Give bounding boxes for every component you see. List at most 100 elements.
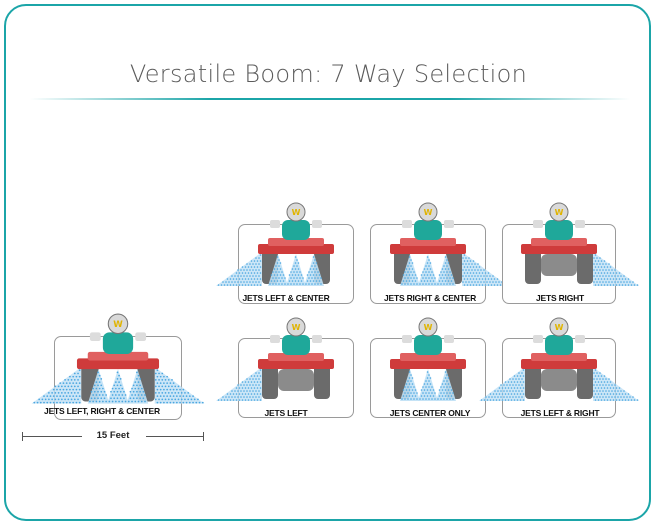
sprayer-group: W [31,313,205,404]
tile-caption: JETS CENTER ONLY [389,408,471,418]
left-spray-fan [31,366,82,404]
left-mirror [270,220,280,228]
sprayer-group: W [216,202,334,286]
sprayer-illustration: W [390,202,508,286]
boom-width-dimension: 15 Feet [22,430,204,444]
left-wheel [262,365,278,399]
right-mirror [135,332,147,342]
sprayer-group: W [479,317,639,401]
sprayer-illustration: W [31,313,205,404]
right-wheel [577,250,593,284]
sprayer-group: W [390,202,508,286]
operator-head [418,317,438,337]
operator-body [102,332,134,354]
sprayer-illustration: W [479,317,639,401]
chassis-underside [541,254,577,276]
right-mirror [444,220,454,228]
helmet-logo-icon: W [424,208,433,217]
operator-body [282,220,310,240]
operator-head [549,202,569,222]
tile-caption: JETS RIGHT [535,293,585,303]
chassis-underside [541,369,577,391]
operator-head [549,317,569,337]
operator-head [286,317,306,337]
title-underline [30,98,630,100]
spray-tile-right: W JETS RIGHT [480,190,640,304]
vehicle-body [268,238,324,246]
right-spray-fan [593,252,639,286]
right-wheel [314,365,330,399]
operator-head [418,202,438,222]
right-mirror [312,220,322,228]
boom-bar [76,358,160,370]
dimension-label: 15 Feet [96,430,130,441]
left-mirror [89,332,101,342]
right-spray-fan [154,366,205,404]
vehicle-body [400,353,456,361]
sprayer-group: W [390,317,466,401]
vehicle-body [268,353,324,361]
vehicle-body [531,353,587,361]
vehicle-body [400,238,456,246]
left-wheel [525,250,541,284]
spray-tile-right-center: W JETS RIGHT & CENTER [350,190,510,304]
left-wheel [525,365,541,399]
tile-caption: JETS LEFT [264,408,308,418]
left-mirror [402,335,412,343]
sprayer-illustration: W [216,202,334,286]
boom-bar [521,359,597,369]
boom-bar [258,359,334,369]
spray-tile-left: W JETS LEFT [206,305,366,418]
right-mirror [575,220,585,228]
sprayer-illustration: W [390,317,466,401]
right-mirror [444,335,454,343]
left-mirror [533,220,543,228]
right-mirror [575,335,585,343]
spray-tile-left-right: W JETS LEFT & RIGHT [479,305,640,418]
boom-bar [390,244,466,254]
dimension-line-left [22,436,82,437]
left-mirror [533,335,543,343]
helmet-logo-icon: W [555,208,564,217]
left-spray-fan [479,367,525,401]
right-mirror [312,335,322,343]
boom-bar [258,244,334,254]
helmet-logo-icon: W [555,323,564,332]
operator-body [545,335,573,355]
vehicle-body [531,238,587,246]
right-wheel [577,365,593,399]
operator-body [414,220,442,240]
tile-caption: JETS LEFT, RIGHT & CENTER [44,406,160,416]
tile-caption: JETS LEFT & RIGHT [520,408,600,418]
vehicle-body [87,351,149,361]
left-mirror [402,220,412,228]
operator-head [286,202,306,222]
sprayer-group: W [216,317,334,401]
left-spray-fan [216,367,262,401]
helmet-logo-icon: W [113,320,123,330]
helmet-logo-icon: W [292,208,301,217]
helmet-logo-icon: W [424,323,433,332]
spray-tile-left-center: W JETS LEFT & CENTER [206,190,366,304]
chassis-underside [278,369,314,391]
dimension-line-right [146,436,204,437]
left-spray-fan [216,252,262,286]
left-mirror [270,335,280,343]
tile-caption: JETS LEFT & CENTER [242,293,330,303]
operator-body [545,220,573,240]
spray-tile-center-only: W JETS CENTER ONLY [350,305,510,418]
spray-tile-left-right-center: W JETS LEFT, RIGHT & CENTER [22,300,205,420]
tile-caption: JETS RIGHT & CENTER [383,293,477,303]
operator-body [414,335,442,355]
right-spray-fan [593,367,639,401]
sprayer-group: W [521,202,639,286]
operator-head [107,313,129,335]
helmet-logo-icon: W [292,323,301,332]
dimension-tick-right [203,432,204,441]
boom-bar [390,359,466,369]
operator-body [282,335,310,355]
sprayer-illustration: W [521,202,639,286]
sprayer-illustration: W [216,317,334,401]
page-title: Versatile Boom: 7 Way Selection [129,60,528,88]
boom-bar [521,244,597,254]
